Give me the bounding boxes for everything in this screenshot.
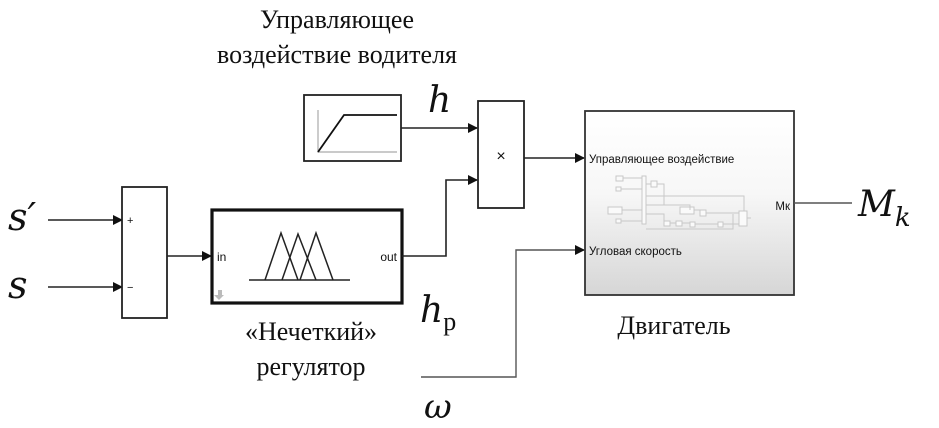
engine-output-mk-label: Мк xyxy=(775,201,791,213)
signal-s-label: s xyxy=(8,263,28,307)
signal-mk-label: Mk xyxy=(857,184,911,233)
wire-fuzzy-to-product xyxy=(402,175,478,257)
product-block[interactable]: × xyxy=(477,100,525,209)
engine-input-speed-label: Угловая скорость xyxy=(589,246,682,258)
engine-block[interactable]: Управляющее воздействие Угловая скорость… xyxy=(584,110,795,296)
fuzzy-caption-line2: регулятор xyxy=(256,352,365,381)
engine-subsystem-preview-icon xyxy=(607,175,751,230)
wire-omega-to-engine xyxy=(421,245,585,378)
signal-s-prime-label: s′ xyxy=(8,195,37,239)
fuzzy-out-port-label: out xyxy=(380,250,397,264)
product-symbol: × xyxy=(496,148,505,165)
membership-functions-icon xyxy=(249,230,350,281)
engine-caption: Двигатель xyxy=(617,311,730,340)
signal-hp-label: hp xyxy=(420,290,456,336)
signal-omega-label: ω xyxy=(424,387,452,427)
driver-input-ramp-block[interactable] xyxy=(303,94,402,162)
down-arrow-icon xyxy=(214,290,224,300)
sum-plus-sign: + xyxy=(127,215,133,227)
fuzzy-controller-block[interactable]: in out xyxy=(210,208,404,305)
fuzzy-caption-line1: «Нечеткий» xyxy=(245,317,377,346)
fuzzy-in-port-label: in xyxy=(217,250,226,264)
engine-input-control-label: Управляющее воздействие xyxy=(589,154,734,166)
signal-h-label: h xyxy=(428,80,451,121)
sum-block[interactable]: + − xyxy=(121,186,168,319)
sum-minus-sign: − xyxy=(127,282,133,294)
ramp-signal-icon xyxy=(317,110,397,153)
driver-input-caption-line1: Управляющее xyxy=(260,5,414,34)
driver-input-caption-line2: воздействие водителя xyxy=(217,40,457,69)
